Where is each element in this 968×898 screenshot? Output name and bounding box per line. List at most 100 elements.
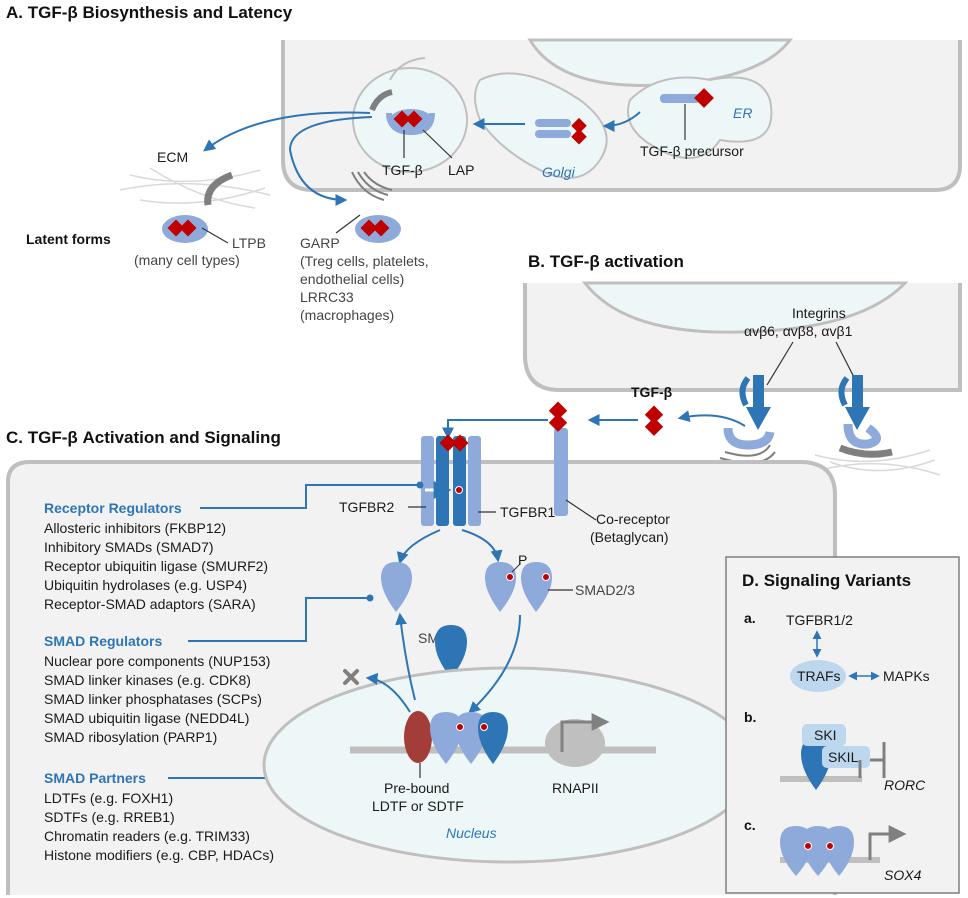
arrow-nuclear-export bbox=[395, 612, 416, 701]
smad-partner-item: SDTFs (e.g. RREB1) bbox=[44, 809, 175, 825]
variant-c-transcription-arrow bbox=[868, 825, 907, 860]
nucleus-b bbox=[581, 281, 909, 334]
garp-tgfb-2 bbox=[372, 219, 390, 237]
tgfb-label-a: TGF-β bbox=[382, 162, 423, 178]
ltpb-sub-label: (many cell types) bbox=[134, 252, 240, 268]
vesicle-tgfb-2 bbox=[405, 110, 423, 128]
receptor-regulator-item: Receptor ubiquitin ligase (SMURF2) bbox=[44, 558, 268, 574]
integrin-2-lap bbox=[843, 423, 881, 449]
transcription-start-arrow bbox=[560, 713, 610, 752]
precursor-label: TGF-β precursor bbox=[640, 143, 744, 159]
nucleus-c bbox=[262, 666, 756, 864]
smad-partners-heading: SMAD Partners bbox=[44, 770, 146, 786]
golgi-bar-2 bbox=[535, 130, 571, 138]
precursor-bar bbox=[660, 94, 700, 103]
receptor-tgfb-1 bbox=[439, 434, 457, 452]
arrow-to-garp bbox=[289, 149, 348, 206]
skil-label: SKIL bbox=[828, 749, 859, 765]
nuclear-smad-dot-1 bbox=[456, 723, 464, 731]
smad-regulator-item: SMAD linker kinases (e.g. CDK8) bbox=[44, 672, 251, 688]
smad-regulator-item: SMAD ubiquitin ligase (NEDD4L) bbox=[44, 710, 249, 726]
receptor-tgfb-2 bbox=[451, 434, 469, 452]
smad-unphospho bbox=[381, 562, 412, 612]
panel-c-title: C. TGF-β Activation and Signaling bbox=[6, 428, 281, 447]
coreceptor-label-2: (Betaglycan) bbox=[590, 529, 669, 545]
integrin-2-ecm-anchor bbox=[838, 444, 893, 458]
ski-box bbox=[802, 724, 846, 746]
golgi-bar-1 bbox=[535, 119, 571, 127]
smad23-label: SMAD2/3 bbox=[575, 582, 635, 598]
arrow-nuclear-import bbox=[468, 614, 521, 714]
receptor-regulator-item: Allosteric inhibitors (FKBP12) bbox=[44, 520, 226, 536]
arrow-coreceptor-to-receptor bbox=[442, 419, 548, 440]
nuclear-smad-1 bbox=[430, 712, 462, 764]
golgi-label: Golgi bbox=[542, 164, 576, 180]
garp-label: GARP bbox=[300, 235, 340, 251]
connector-receptor-regulators bbox=[200, 484, 420, 509]
ecm-fibers bbox=[119, 167, 271, 209]
variant-c-smad-3 bbox=[824, 826, 854, 876]
receptor-regulator-item: Ubiquitin hydrolases (e.g. USP4) bbox=[44, 577, 247, 593]
membrane-anchor-line bbox=[389, 57, 426, 81]
coreceptor-tgfb-1 bbox=[548, 401, 568, 420]
variant-c-dot-2 bbox=[826, 842, 834, 850]
rorc-label: RORC bbox=[884, 777, 926, 793]
panel-b-title: B. TGF-β activation bbox=[528, 252, 684, 271]
arrow-to-ltpb bbox=[203, 111, 371, 152]
coreceptor-tgfb-2 bbox=[548, 413, 568, 432]
panel-d-title: D. Signaling Variants bbox=[742, 571, 911, 590]
trafs-label: TRAFs bbox=[797, 668, 841, 684]
coreceptor bbox=[554, 428, 568, 516]
integrin-types-label: αvβ6, αvβ8, αvβ1 bbox=[744, 323, 853, 339]
garp-sub-1: (Treg cells, platelets, bbox=[300, 253, 429, 269]
vesicle-tgfb-1 bbox=[393, 110, 411, 128]
ltpb-tgfb-2 bbox=[179, 219, 197, 237]
ecm-label: ECM bbox=[157, 149, 188, 165]
ski-label: SKI bbox=[814, 727, 837, 743]
arrow-receptor-to-unphospho-smad bbox=[396, 529, 441, 565]
latent-forms-label: Latent forms bbox=[26, 231, 111, 247]
tgfbr1-label: TGFBR1 bbox=[500, 504, 555, 520]
golgi-diamond-2 bbox=[571, 128, 587, 145]
receptor-regulator-item: Inhibitory SMADs (SMAD7) bbox=[44, 539, 214, 555]
integrin-1-lap bbox=[723, 427, 775, 450]
integrin-2-ecm-fibers bbox=[814, 449, 941, 476]
nucleus-label: Nucleus bbox=[446, 825, 497, 841]
smad-partner-item: Chromatin readers (e.g. TRIM33) bbox=[44, 828, 250, 844]
skil-box bbox=[822, 746, 870, 768]
rnapii-label: RNAPII bbox=[552, 780, 599, 796]
arrow-er-to-golgi bbox=[602, 111, 641, 132]
garp-membrane bbox=[351, 171, 393, 201]
degradation-x-icon bbox=[343, 669, 359, 685]
phospho-label: P bbox=[518, 552, 527, 568]
receptor-regulators-heading: Receptor Regulators bbox=[44, 500, 182, 516]
variant-c-label: c. bbox=[744, 817, 756, 833]
panel-a-title: A. TGF-β Biosynthesis and Latency bbox=[6, 3, 293, 22]
variant-b-label: b. bbox=[744, 709, 756, 725]
vesicle-anchor bbox=[369, 89, 393, 112]
smad-regulator-item: Nuclear pore components (NUP153) bbox=[44, 653, 270, 669]
integrin-1 bbox=[739, 375, 771, 430]
smad-partner-item: LDTFs (e.g. FOXH1) bbox=[44, 790, 173, 806]
lrrc33-sub-label: (macrophages) bbox=[300, 307, 394, 323]
er-label: ER bbox=[733, 105, 752, 121]
smad-regulators-heading: SMAD Regulators bbox=[44, 633, 162, 649]
prebound-label-1: Pre-bound bbox=[384, 780, 449, 796]
mapks-label: MAPKs bbox=[883, 668, 930, 684]
receptor-regulator-item: Receptor-SMAD adaptors (SARA) bbox=[44, 596, 256, 612]
garp-tgfb-1 bbox=[360, 219, 378, 237]
arrow-degradation bbox=[365, 672, 411, 713]
tgfb-label-b: TGF-β bbox=[631, 384, 673, 400]
smad-partner-item: Histone modifiers (e.g. CBP, HDACs) bbox=[44, 847, 274, 863]
arrow-receptor-to-smad23 bbox=[461, 529, 503, 563]
sox4-label: SOX4 bbox=[884, 867, 922, 883]
integrins-label: Integrins bbox=[792, 305, 846, 321]
tgfbr1-receptor bbox=[453, 436, 481, 526]
smad23-phospho-dot-2 bbox=[542, 573, 550, 581]
connector-smad-regulators bbox=[188, 597, 370, 642]
integrin-2 bbox=[838, 375, 870, 430]
smad-regulator-item: SMAD ribosylation (PARP1) bbox=[44, 729, 217, 745]
variant-a-label: a. bbox=[744, 610, 756, 626]
smad23-phospho-dot-1 bbox=[506, 573, 514, 581]
prebound-tf bbox=[404, 711, 432, 763]
